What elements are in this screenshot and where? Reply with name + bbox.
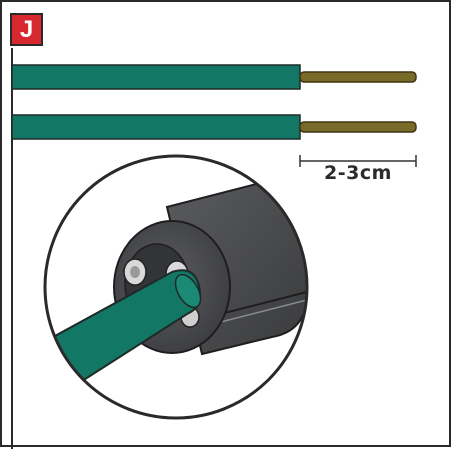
wire-insulation xyxy=(11,114,301,140)
wire-insulation xyxy=(11,64,301,90)
wire-bare-core xyxy=(299,71,417,83)
magnifier-circle xyxy=(43,154,309,420)
wire-bare-core xyxy=(299,121,417,133)
step-badge: J xyxy=(10,13,43,46)
dimension-marker xyxy=(299,155,417,167)
terminal-connector-icon xyxy=(45,156,307,418)
stripped-wire-icon xyxy=(11,64,417,90)
stripped-wire-icon xyxy=(11,114,417,140)
strip-length-label: 2-3cm xyxy=(324,162,392,184)
